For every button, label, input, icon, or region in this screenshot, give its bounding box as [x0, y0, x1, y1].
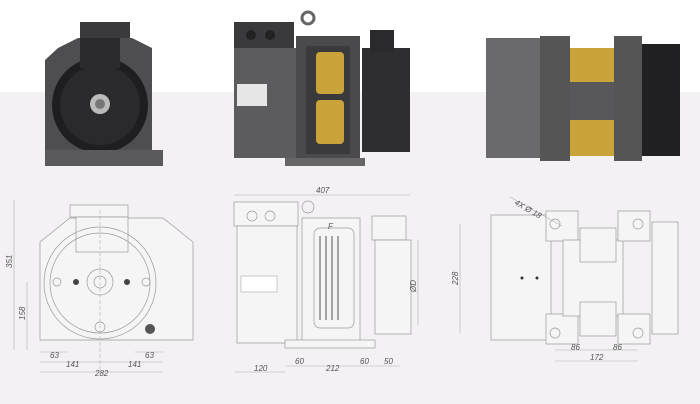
dim-foot-b: 60: [360, 357, 369, 366]
front-render: [45, 22, 163, 166]
dim-width: 282: [94, 369, 109, 378]
front-drawing: 351 158 63 63 141 141 282: [5, 200, 194, 378]
dim-motor: 120: [254, 364, 268, 373]
dim-half-right: 141: [128, 360, 141, 369]
side-drawing: 407 F ØD 120 60 212 60 50: [233, 186, 419, 373]
dim-axis-height: 158: [18, 306, 27, 320]
dim-depth: 228: [451, 271, 460, 286]
dim-length: 407: [316, 186, 330, 195]
dim-base: 212: [325, 364, 340, 373]
dim-half-left: 141: [66, 360, 79, 369]
dim-brake: 50: [384, 357, 393, 366]
dim-sheave-width: F: [328, 222, 334, 231]
top-render: [486, 36, 680, 161]
dim-height: 351: [5, 255, 14, 268]
dim-foot-left: 63: [50, 351, 59, 360]
top-drawing: 4X Ø 18 228 86 86 172: [451, 196, 679, 362]
dim-diameter: ØD: [409, 280, 418, 293]
dim-span: 172: [590, 353, 604, 362]
dim-half-right: 86: [613, 343, 622, 352]
dim-foot-right: 63: [145, 351, 154, 360]
dim-foot-a: 60: [295, 357, 304, 366]
side-render: [234, 10, 410, 166]
dim-half-left: 86: [571, 343, 580, 352]
